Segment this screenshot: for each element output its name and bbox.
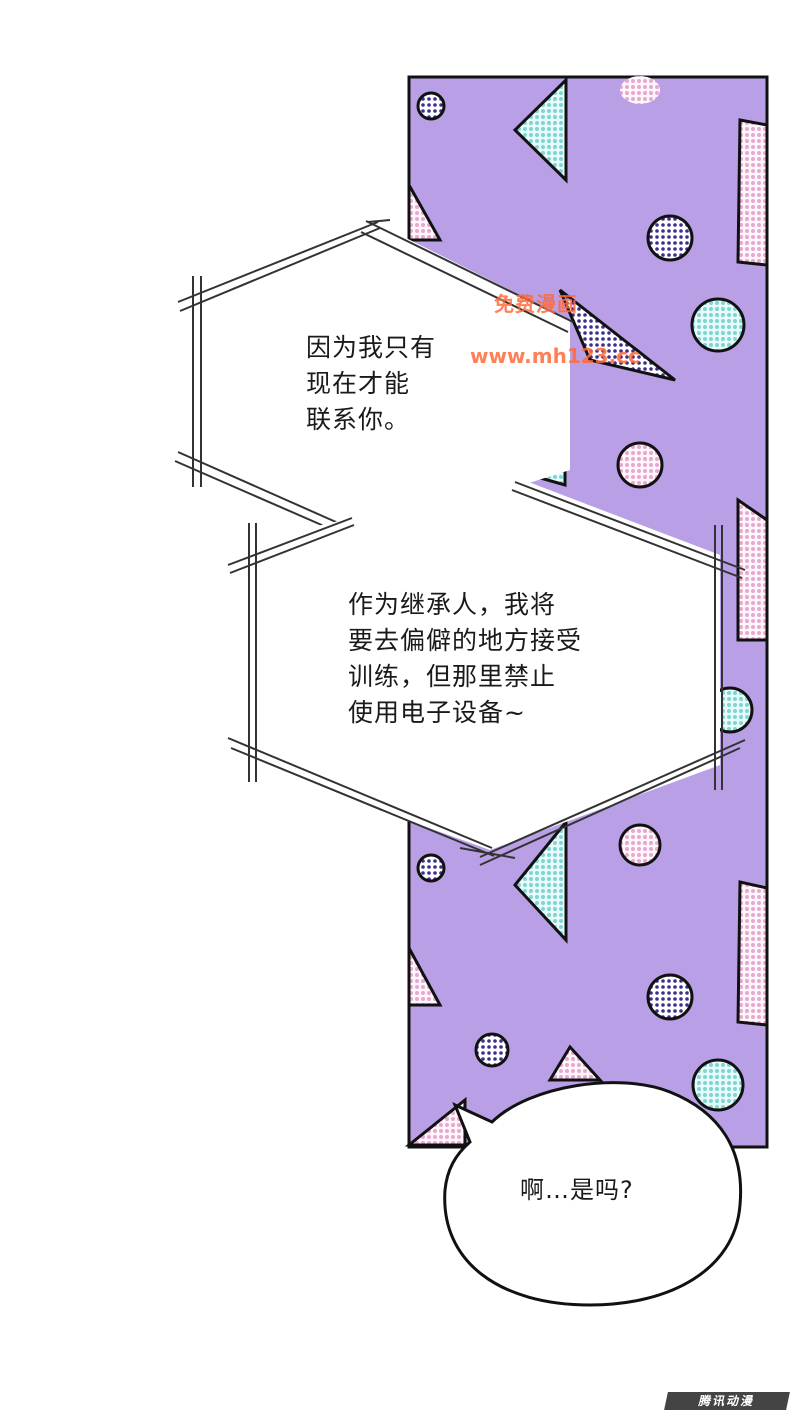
brand-logo: 腾讯动漫 [664, 1392, 790, 1410]
bubble-2-line: 要去偏僻的地方接受 [348, 626, 583, 655]
bubble-1-line: 联系你。 [306, 405, 411, 434]
bubble-3-text: 啊…是吗? [520, 1176, 634, 1204]
watermark-line-2: www.mh123.cc [470, 344, 640, 368]
bubble-1-line: 因为我只有 [306, 333, 437, 362]
hexagon-bubble-1 [174, 219, 574, 534]
hexagon-bubble-2 [227, 478, 746, 866]
bubble-2-line: 作为继承人，我将 [348, 590, 557, 619]
bubble-2-line: 训练，但那里禁止 [348, 662, 557, 691]
bubble-1-line: 现在才能 [306, 369, 411, 398]
watermark-line-1: 免费漫画 [494, 292, 578, 316]
round-speech-bubble [443, 1081, 743, 1307]
bubble-1-text: 因为我只有 现在才能 联系你。 [306, 330, 436, 438]
bubble-2-text: 作为继承人，我将 要去偏僻的地方接受 训练，但那里禁止 使用电子设备~ [348, 587, 582, 731]
bubble-2-line: 使用电子设备~ [348, 698, 526, 727]
